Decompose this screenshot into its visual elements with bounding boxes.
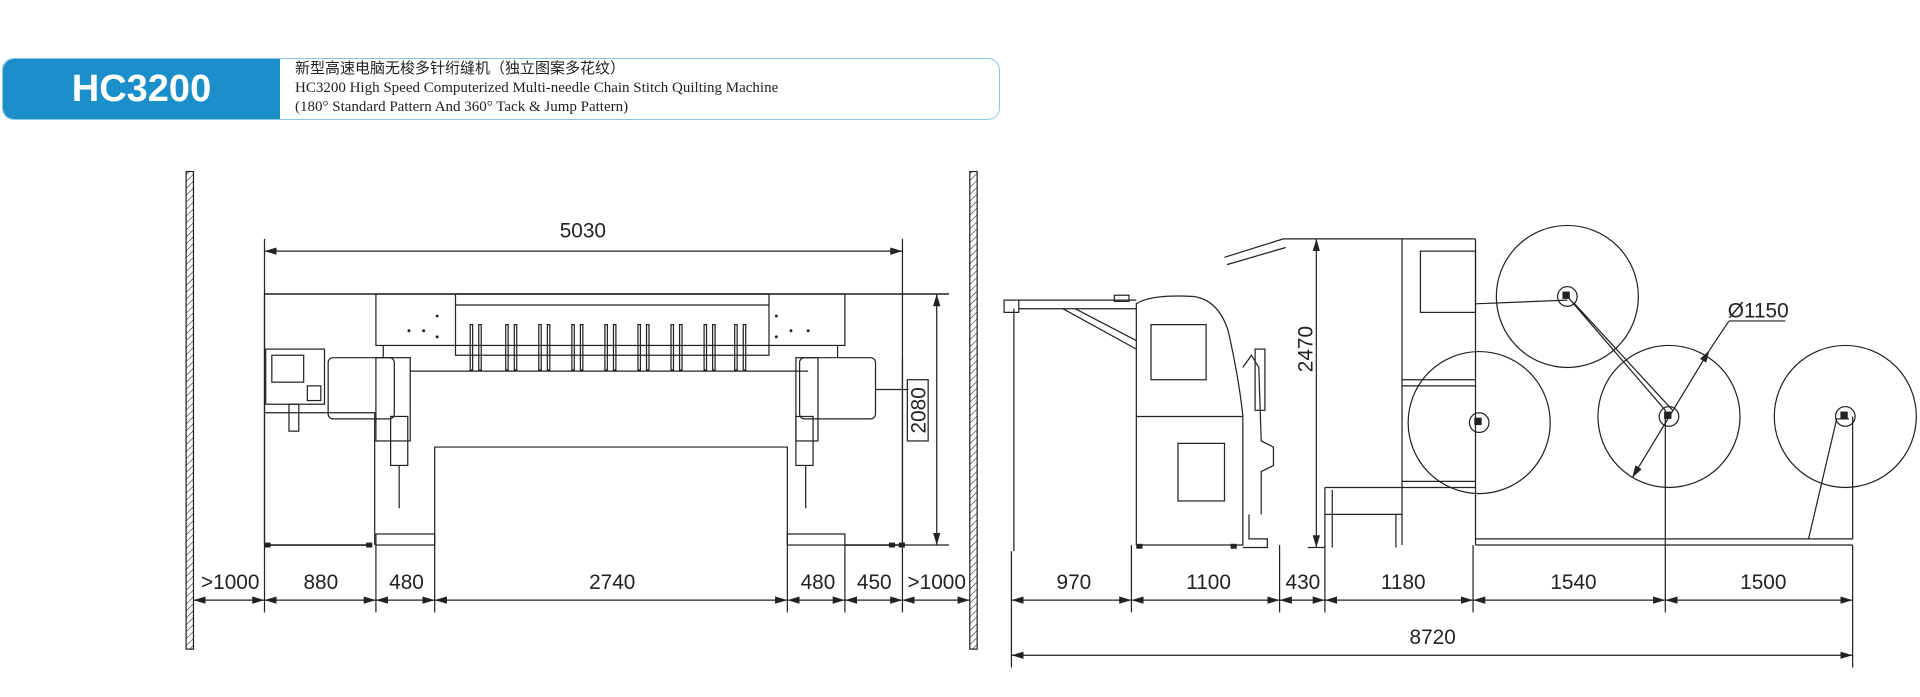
- height-dim-label: 2080: [908, 387, 931, 433]
- front-dim-label: >1000: [201, 571, 259, 594]
- side-height-label: 2470: [1295, 326, 1318, 372]
- right-wall: [969, 170, 978, 650]
- title-chinese: 新型高速电脑无梭多针绗缝机（独立图案多花纹）: [295, 61, 626, 77]
- quilting-machine-side: [1003, 294, 1275, 552]
- left-wall: [185, 170, 195, 650]
- front-dim-label: 2740: [589, 571, 635, 594]
- title-banner: HC3200 新型高速电脑无梭多针绗缝机（独立图案多花纹） HC3200 Hig…: [2, 58, 1000, 120]
- side-dim-label: 1540: [1550, 571, 1596, 594]
- diameter-label: Ø1150: [1728, 299, 1789, 322]
- side-dim-label: 430: [1286, 571, 1321, 594]
- front-dim-label: 880: [303, 571, 338, 594]
- model-badge: HC3200: [3, 59, 280, 119]
- title-block: 新型高速电脑无梭多针绗缝机（独立图案多花纹） HC3200 High Speed…: [295, 60, 778, 117]
- side-view: Ø1150 2470 970 1100 430 1180 1540 1500 8…: [1003, 224, 1917, 668]
- side-dim-label: 1100: [1186, 571, 1231, 594]
- control-panel: [265, 348, 326, 405]
- overall-length-label: 8720: [1410, 626, 1456, 649]
- side-dim-label: 1500: [1740, 571, 1786, 594]
- front-dim-label: >1000: [908, 571, 966, 594]
- quilting-machine-front: [263, 293, 949, 548]
- front-dim-label: 480: [801, 571, 836, 594]
- front-dim-label: 480: [389, 571, 424, 594]
- subtitle-english: (180° Standard Pattern And 360° Tack & J…: [295, 99, 629, 115]
- diameter-dim-line: [1631, 350, 1710, 479]
- side-dim-label: 970: [1057, 571, 1092, 594]
- roll-frame: [1224, 238, 1854, 548]
- width-dim-label: 5030: [560, 220, 606, 243]
- side-bottom-dim-lines: [1011, 596, 1853, 659]
- fabric-roll: [1495, 224, 1639, 369]
- front-view: 5030: [185, 170, 978, 650]
- side-dim-label: 1180: [1381, 571, 1426, 594]
- front-dim-label: 450: [857, 571, 892, 594]
- title-english: HC3200 High Speed Computerized Multi-nee…: [295, 80, 779, 96]
- fabric-roll: [1773, 344, 1917, 489]
- fabric-roll: [1407, 350, 1551, 495]
